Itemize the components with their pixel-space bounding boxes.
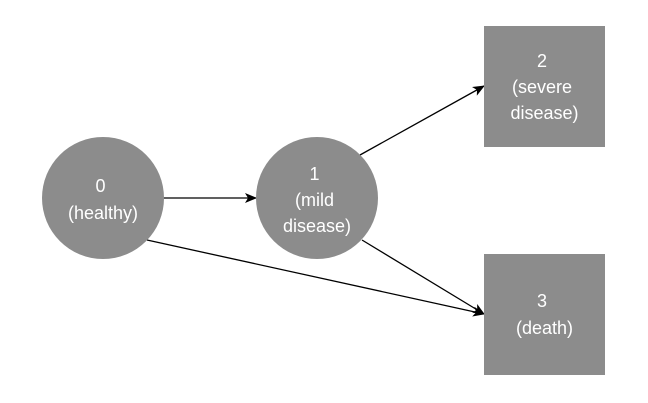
node-mild-disease-circle [256, 137, 378, 259]
node-severe-disease-label: 2 (severe disease) [510, 51, 578, 123]
node-healthy: 0 (healthy) [42, 137, 164, 259]
node-death-square [484, 254, 605, 375]
edges [146, 85, 485, 317]
edge-1-to-2 [359, 85, 485, 156]
node-severe-disease-square [484, 26, 605, 147]
node-healthy-label-line: (healthy) [68, 203, 138, 223]
node-mild-disease-label: 1 (mild disease) [283, 164, 351, 236]
node-mild-disease-label-line: disease) [283, 216, 351, 236]
edge-1-to-3 [361, 239, 485, 315]
node-severe-disease: 2 (severe disease) [484, 26, 605, 147]
node-mild-disease-label-line: (mild [295, 190, 334, 210]
node-severe-disease-label-line: (severe [512, 77, 572, 97]
node-death-label-line: 3 [537, 291, 547, 311]
node-mild-disease-label-line: 1 [309, 164, 319, 184]
node-healthy-label: 0 (healthy) [68, 176, 138, 223]
node-severe-disease-label-line: disease) [510, 103, 578, 123]
node-severe-disease-label-line: 2 [537, 51, 547, 71]
node-death-label: 3 (death) [516, 291, 573, 338]
node-death: 3 (death) [484, 254, 605, 375]
node-death-label-line: (death) [516, 318, 573, 338]
edge-0-to-3 [146, 239, 485, 317]
node-mild-disease: 1 (mild disease) [256, 137, 378, 259]
node-healthy-label-line: 0 [95, 176, 105, 196]
node-healthy-circle [42, 137, 164, 259]
